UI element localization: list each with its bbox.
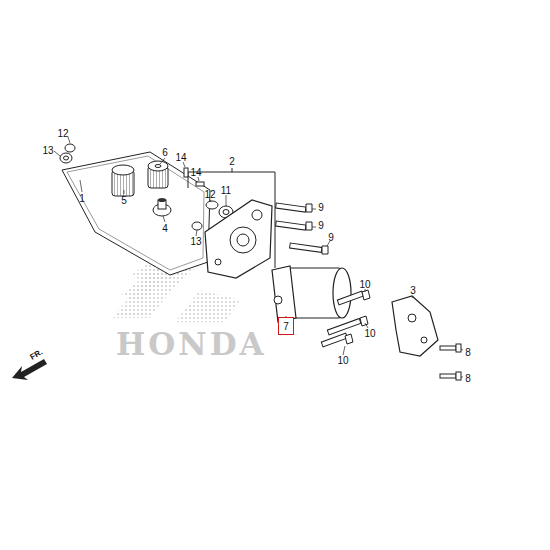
front-mark: FR. xyxy=(29,347,45,361)
mount-bracket xyxy=(392,296,438,356)
gear xyxy=(112,161,168,196)
front-arrow xyxy=(12,359,47,380)
callout-number: 10 xyxy=(359,279,370,290)
highlighted-callout: 7 xyxy=(278,317,294,335)
callout-number: 2 xyxy=(229,156,235,167)
callout-number: 8 xyxy=(465,347,471,358)
callout-number: 14 xyxy=(175,152,186,163)
callout-number: 9 xyxy=(328,232,334,243)
callout-number: 9 xyxy=(318,202,324,213)
callout-number: 7 xyxy=(283,321,289,332)
brand-watermark: HONDA xyxy=(116,326,267,362)
callout-number: 6 xyxy=(162,147,168,158)
callout-number: 5 xyxy=(121,195,127,206)
gear-housing xyxy=(205,200,272,278)
callout-number: 9 xyxy=(318,220,324,231)
gasket xyxy=(62,152,210,275)
callout-number: 12 xyxy=(204,189,215,200)
callout-number: 4 xyxy=(162,223,168,234)
callout-number: 12 xyxy=(57,128,68,139)
motor xyxy=(272,266,351,322)
callout-number: 1 xyxy=(79,193,85,204)
callout-number: 14 xyxy=(190,167,201,178)
callout-number: 8 xyxy=(465,373,471,384)
callout-number: 13 xyxy=(190,236,201,247)
callout-number: 3 xyxy=(410,285,416,296)
callout-number: 11 xyxy=(221,185,231,196)
callout-number: 10 xyxy=(364,328,375,339)
callout-number: 13 xyxy=(42,145,53,156)
callout-number: 10 xyxy=(337,355,348,366)
